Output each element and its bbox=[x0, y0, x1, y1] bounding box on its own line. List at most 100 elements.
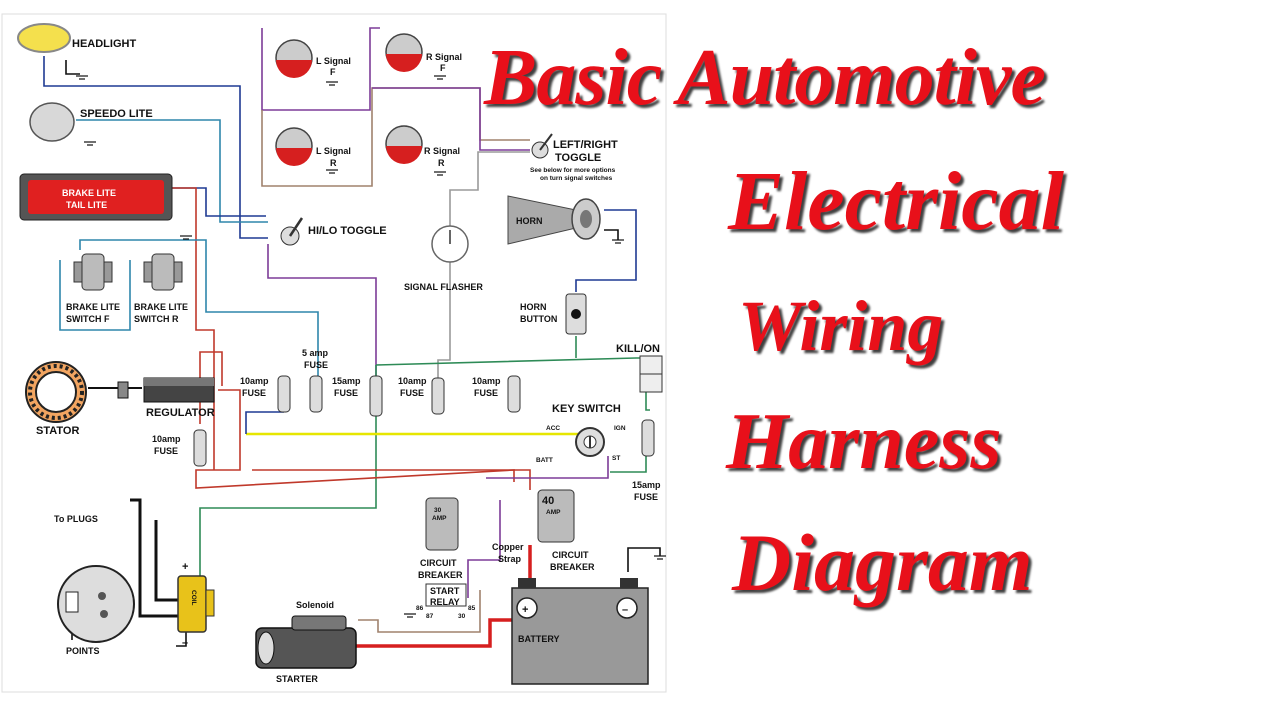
title-line-5: Diagram bbox=[732, 517, 1033, 608]
relay-pin-87: 87 bbox=[426, 613, 434, 620]
fuse-15amp-b-label: FUSE bbox=[634, 492, 658, 502]
brake-switch-r bbox=[143, 253, 183, 291]
wire-coil-minus bbox=[176, 630, 187, 647]
copper-strap-label-2: Strap bbox=[498, 554, 522, 564]
wire-batt-purple bbox=[486, 456, 609, 479]
breaker-40-unit: AMP bbox=[546, 509, 561, 516]
brake-switch-r-label-2: SWITCH R bbox=[134, 314, 179, 324]
wire-green-down bbox=[610, 456, 647, 473]
stator-label: STATOR bbox=[36, 425, 79, 437]
start-relay-label: START bbox=[430, 586, 460, 596]
key-acc-label: ACC bbox=[546, 425, 560, 432]
left-right-toggle-label: LEFT/RIGHT bbox=[553, 139, 618, 151]
relay-pin-30: 30 bbox=[458, 613, 466, 620]
brake-switch-f-label: BRAKE LITE bbox=[66, 302, 120, 312]
fuse-15amp-b-value: 15amp bbox=[632, 480, 661, 490]
breaker-30-unit: AMP bbox=[432, 515, 447, 522]
circuit-breaker-a-label-2: BREAKER bbox=[418, 570, 463, 580]
battery-icon bbox=[511, 578, 649, 685]
wire-brake-red bbox=[150, 187, 215, 470]
circuit-breaker-b-label-2: BREAKER bbox=[550, 562, 595, 572]
coil-plus-label: + bbox=[182, 561, 188, 573]
r-signal-r-bulb bbox=[385, 125, 423, 164]
brake-switch-f-label-2: SWITCH F bbox=[66, 314, 110, 324]
brake-lite-label: BRAKE LITE bbox=[62, 188, 116, 198]
circuit-breaker-30 bbox=[425, 497, 459, 551]
wire-signal-purple-right bbox=[372, 87, 530, 151]
start-relay-label-2: RELAY bbox=[430, 597, 460, 607]
wire-signal-purple-left bbox=[261, 27, 380, 111]
wire-blue-ign bbox=[245, 411, 284, 434]
coil-label: COIL bbox=[190, 590, 197, 606]
speedo-label: SPEEDO LITE bbox=[80, 108, 153, 120]
r-signal-f-bulb bbox=[385, 33, 423, 72]
l-signal-f-pos: F bbox=[330, 67, 336, 77]
hi-lo-toggle-label: HI/LO TOGGLE bbox=[308, 225, 387, 237]
start-relay bbox=[425, 583, 467, 607]
to-plugs-label: To PLUGS bbox=[54, 514, 98, 524]
r-signal-r-pos: R bbox=[438, 158, 445, 168]
fuse-15amp-a-label: FUSE bbox=[334, 388, 358, 398]
stator-icon bbox=[25, 361, 87, 423]
wire-coil-black2 bbox=[130, 498, 186, 618]
coil-icon bbox=[177, 575, 215, 633]
regulator-label: REGULATOR bbox=[146, 407, 215, 419]
breaker-30-value: 30 bbox=[434, 507, 442, 514]
wire-flasher-gray-down bbox=[437, 262, 451, 380]
wire-horn-ground bbox=[604, 229, 619, 240]
wire-flasher-gray bbox=[449, 151, 530, 226]
key-switch-label: KEY SWITCH bbox=[552, 403, 621, 415]
starter-icon bbox=[255, 615, 357, 669]
fuse-15amp-a-value: 15amp bbox=[332, 376, 361, 386]
fuse-10amp-d-label: FUSE bbox=[154, 446, 178, 456]
horn-button-label: HORN bbox=[520, 302, 547, 312]
wire-headlight-blue bbox=[43, 56, 268, 239]
r-signal-r-label: R Signal bbox=[424, 146, 460, 156]
wire-battery-ground bbox=[627, 547, 661, 572]
wire-speedo-teal bbox=[76, 119, 268, 223]
key-switch-icon bbox=[575, 427, 605, 457]
tail-light-lens bbox=[28, 180, 164, 214]
headlight-lamp bbox=[17, 23, 71, 53]
title-line-1: Basic Automotive bbox=[484, 34, 1046, 122]
battery-plus-label: + bbox=[522, 604, 528, 616]
brake-switch-f bbox=[73, 253, 113, 291]
toggle-note-1: See below for more options bbox=[530, 167, 616, 174]
fuse-10amp-b-label: FUSE bbox=[400, 388, 424, 398]
r-signal-f-label: R Signal bbox=[426, 52, 462, 62]
fuses bbox=[193, 375, 655, 467]
left-right-toggle-label-2: TOGGLE bbox=[555, 152, 601, 164]
relay-pin-86: 86 bbox=[416, 605, 424, 612]
l-signal-r-pos: R bbox=[330, 158, 337, 168]
wire-green-coil bbox=[199, 365, 377, 580]
wire-headlight-ground bbox=[65, 60, 80, 75]
wire-relay-purple bbox=[467, 500, 501, 598]
fuse-5amp-value: 5 amp bbox=[302, 348, 329, 358]
wiring-diagram: HEADLIGHT SPEEDO LITE BRAKE LITE TAIL LI… bbox=[1, 13, 667, 693]
fuse-10amp-c-label: FUSE bbox=[474, 388, 498, 398]
ground-icons bbox=[76, 75, 666, 618]
horn-label: HORN bbox=[516, 216, 543, 226]
fuse-5amp-label: FUSE bbox=[304, 360, 328, 370]
r-signal-f-pos: F bbox=[440, 63, 446, 73]
tail-lite-label: TAIL LITE bbox=[66, 200, 107, 210]
circuit-breaker-b-label: CIRCUIT bbox=[552, 550, 589, 560]
key-batt-label: BATT bbox=[536, 457, 553, 464]
wire-brake-switch-teal bbox=[59, 260, 131, 331]
horn-button-dot bbox=[571, 309, 581, 319]
regulator-icon bbox=[117, 377, 215, 403]
wire-hilo-purple bbox=[267, 244, 377, 380]
horn-button-label-2: BUTTON bbox=[520, 314, 557, 324]
key-ign-label: IGN bbox=[614, 425, 626, 432]
battery-label: BATTERY bbox=[518, 634, 560, 644]
wires bbox=[43, 27, 661, 648]
left-right-toggle-lever bbox=[539, 133, 553, 151]
circuit-breaker-40 bbox=[537, 489, 575, 543]
fuse-10amp-a-label: FUSE bbox=[242, 388, 266, 398]
brake-switch-r-label: BRAKE LITE bbox=[134, 302, 188, 312]
relay-pin-85: 85 bbox=[468, 605, 476, 612]
key-st-label: ST bbox=[612, 455, 620, 462]
wire-coil-black bbox=[154, 520, 186, 602]
coil-minus-label: – bbox=[182, 637, 188, 649]
